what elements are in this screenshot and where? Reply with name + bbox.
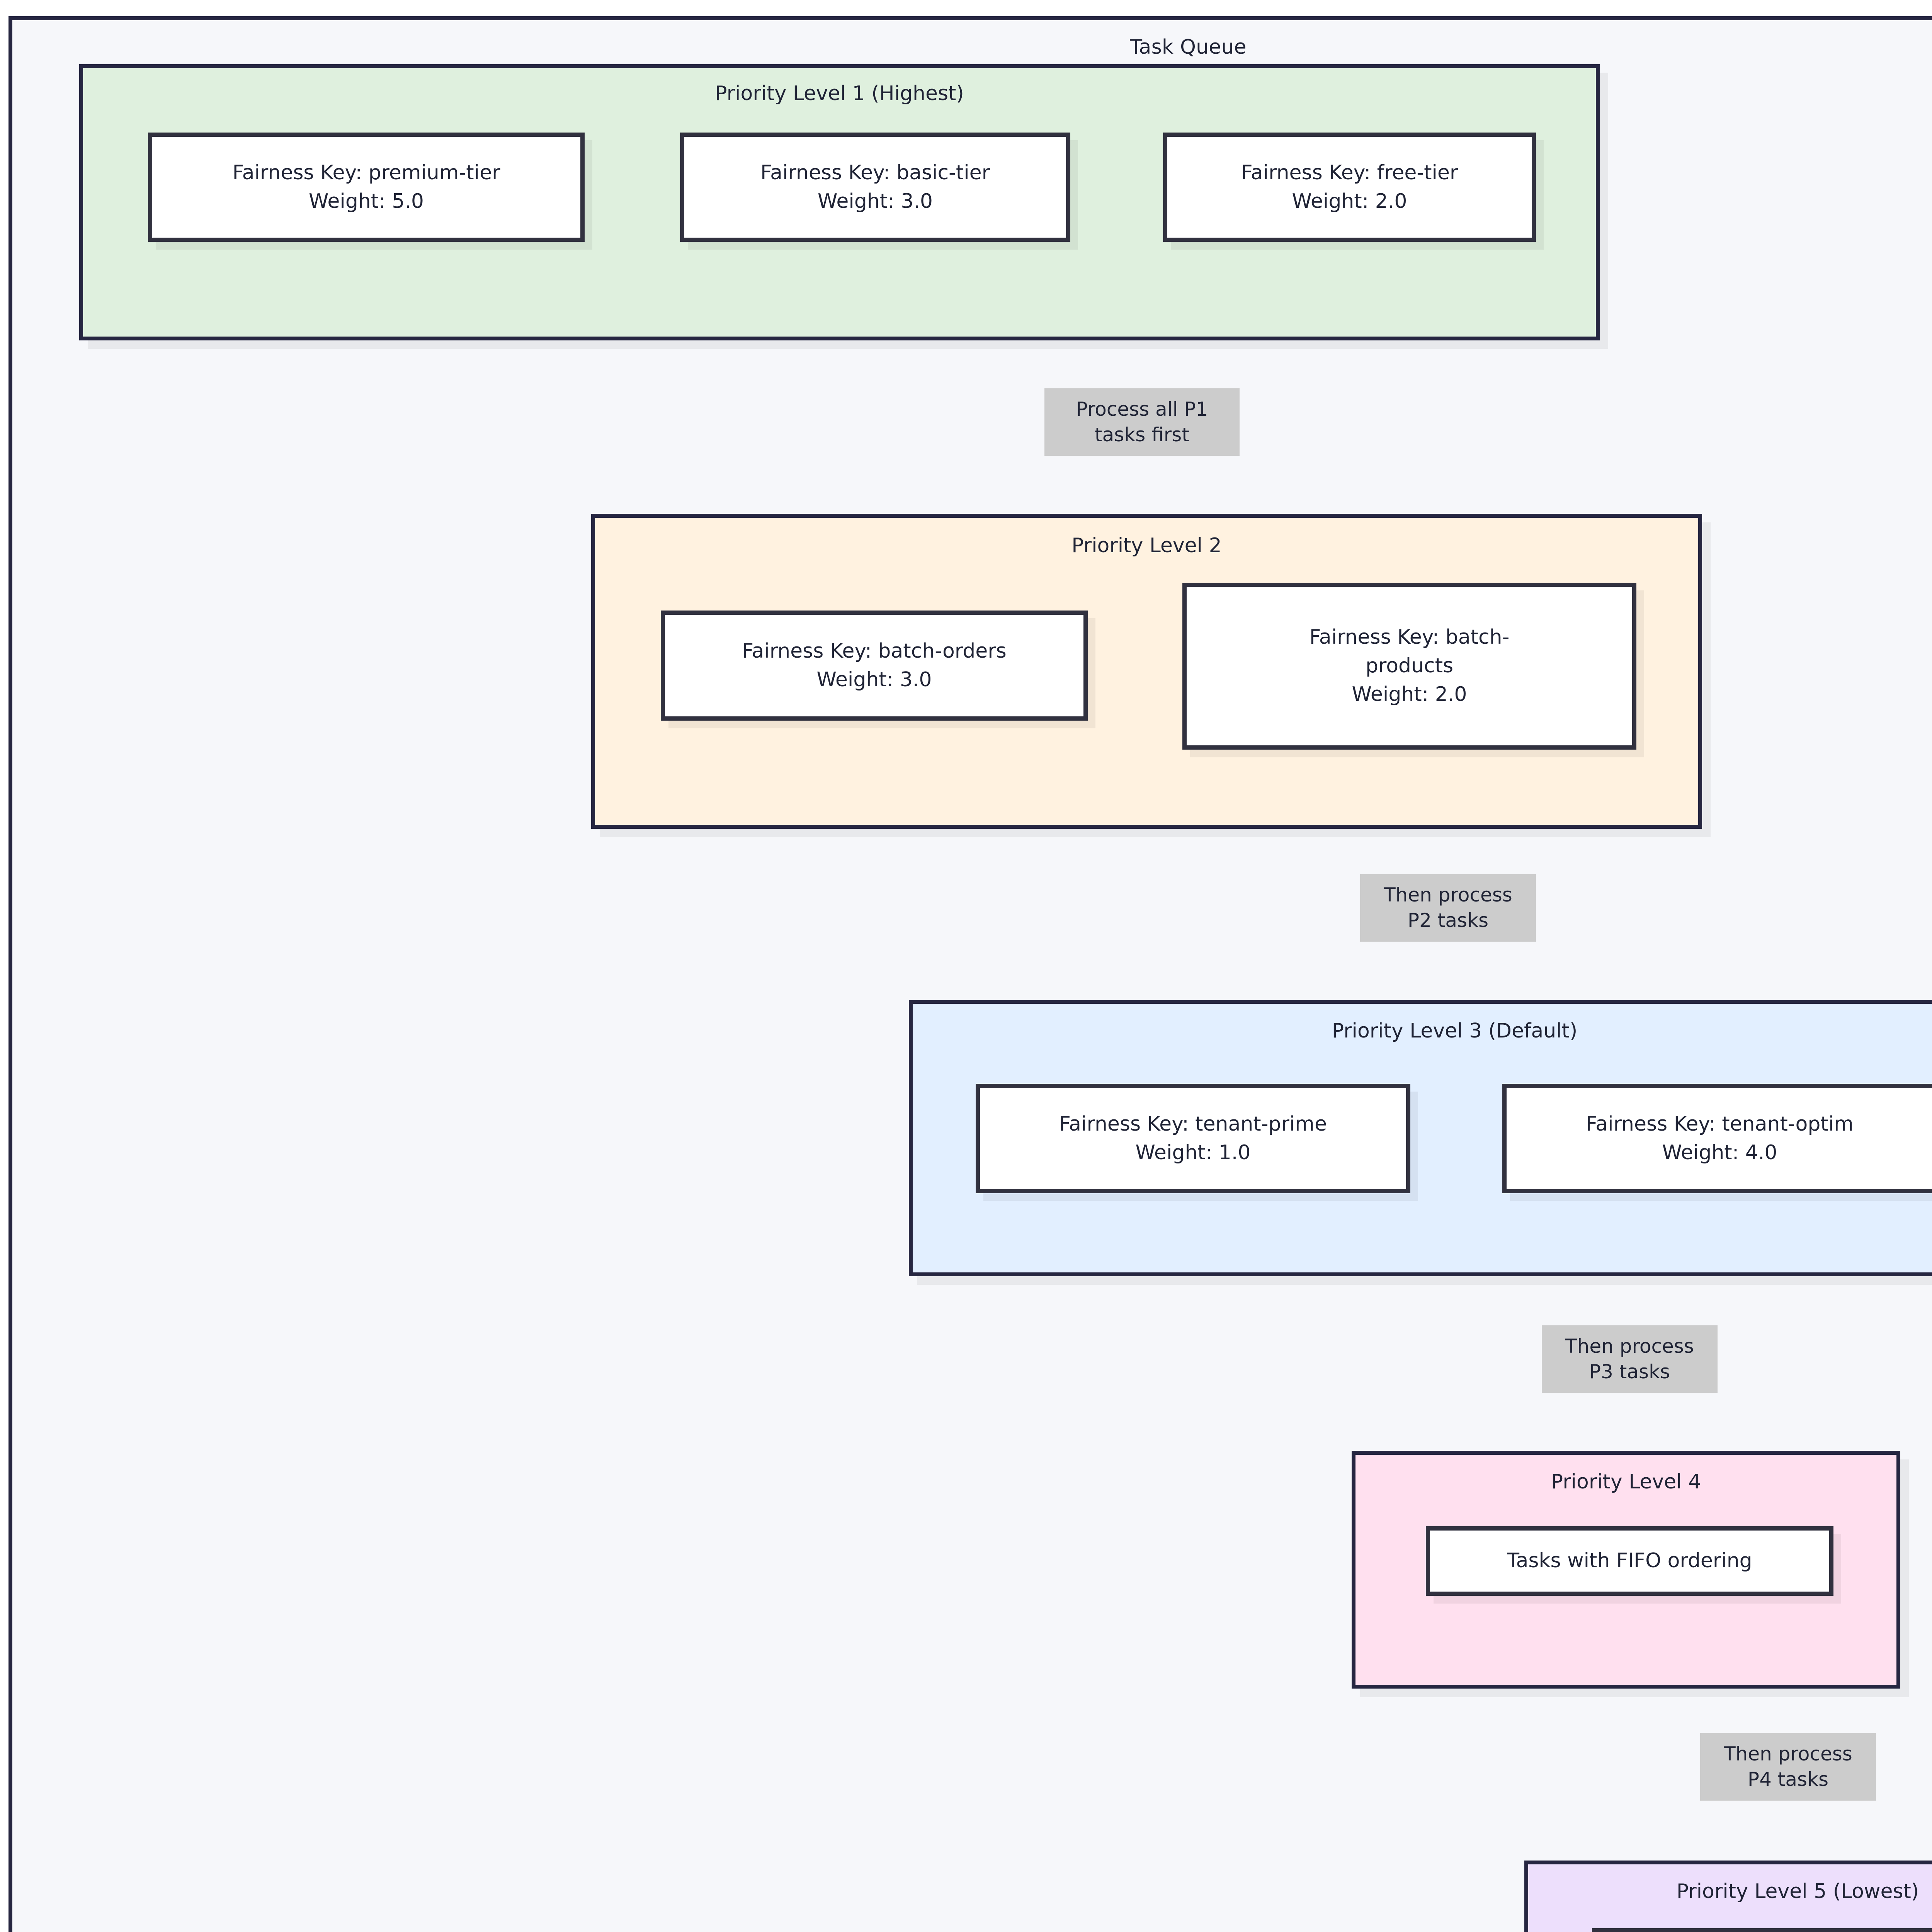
fifo-label: Tasks with FIFO ordering: [1507, 1549, 1752, 1573]
fairness-card-batch-products[interactable]: Fairness Key: batch- products Weight: 2.…: [1182, 583, 1636, 750]
fairness-card-basic-tier[interactable]: Fairness Key: basic-tier Weight: 3.0: [680, 133, 1070, 242]
priority-level-1-title: Priority Level 1 (Highest): [715, 82, 964, 105]
priority-level-3-title: Priority Level 3 (Default): [1332, 1019, 1578, 1043]
weight-label: Weight: 5.0: [309, 189, 424, 213]
fairness-key-label: Fairness Key: batch-orders: [742, 639, 1007, 663]
priority-level-5-title: Priority Level 5 (Lowest): [1676, 1880, 1919, 1903]
edge-label-process-all-p1: Process all P1 tasks first: [1044, 388, 1240, 456]
edge-label-then-process-p4: Then process P4 tasks: [1700, 1733, 1876, 1801]
fairness-key-label-wrap: products: [1365, 654, 1454, 678]
weight-label: Weight: 2.0: [1292, 189, 1407, 213]
fifo-card-p5[interactable]: Tasks with FIFO ordering: [1592, 1928, 1932, 1932]
weight-label: Weight: 3.0: [818, 189, 933, 213]
fifo-card-p4[interactable]: Tasks with FIFO ordering: [1426, 1526, 1833, 1596]
priority-level-4-title: Priority Level 4: [1551, 1470, 1701, 1493]
fairness-card-tenant-optim[interactable]: Fairness Key: tenant-optim Weight: 4.0: [1502, 1084, 1932, 1193]
weight-label: Weight: 4.0: [1662, 1141, 1777, 1164]
edge-label-line-1: Process all P1: [1076, 398, 1208, 420]
fairness-key-label: Fairness Key: tenant-optim: [1586, 1112, 1854, 1136]
priority-level-2-title: Priority Level 2: [1071, 534, 1222, 557]
edge-label-then-process-p2: Then process P2 tasks: [1360, 874, 1536, 942]
priority-level-5-group[interactable]: Priority Level 5 (Lowest): [1524, 1861, 1932, 1932]
fairness-card-batch-orders[interactable]: Fairness Key: batch-orders Weight: 3.0: [661, 611, 1088, 721]
weight-label: Weight: 2.0: [1352, 682, 1467, 706]
weight-label: Weight: 3.0: [816, 668, 932, 691]
edge-label-then-process-p3: Then process P3 tasks: [1542, 1325, 1718, 1393]
edge-label-line-2: P4 tasks: [1747, 1768, 1829, 1791]
fairness-key-label: Fairness Key: basic-tier: [760, 161, 990, 184]
fairness-key-label: Fairness Key: premium-tier: [232, 161, 500, 184]
edge-label-line-1: Then process: [1384, 883, 1512, 906]
fairness-card-tenant-prime[interactable]: Fairness Key: tenant-prime Weight: 1.0: [976, 1084, 1410, 1193]
weight-label: Weight: 1.0: [1135, 1141, 1251, 1164]
edge-label-line-2: P2 tasks: [1407, 909, 1489, 932]
edge-label-line-2: P3 tasks: [1589, 1360, 1670, 1383]
edge-label-line-1: Then process: [1565, 1335, 1694, 1357]
fairness-key-label: Fairness Key: batch-: [1309, 626, 1510, 649]
fairness-key-label: Fairness Key: tenant-prime: [1059, 1112, 1327, 1136]
fairness-card-free-tier[interactable]: Fairness Key: free-tier Weight: 2.0: [1163, 133, 1536, 242]
edge-label-line-2: tasks first: [1095, 423, 1189, 446]
task-queue-title: Task Queue: [1130, 36, 1247, 59]
fairness-card-premium-tier[interactable]: Fairness Key: premium-tier Weight: 5.0: [148, 133, 585, 242]
fairness-key-label: Fairness Key: free-tier: [1241, 161, 1458, 184]
edge-label-line-1: Then process: [1724, 1742, 1852, 1765]
